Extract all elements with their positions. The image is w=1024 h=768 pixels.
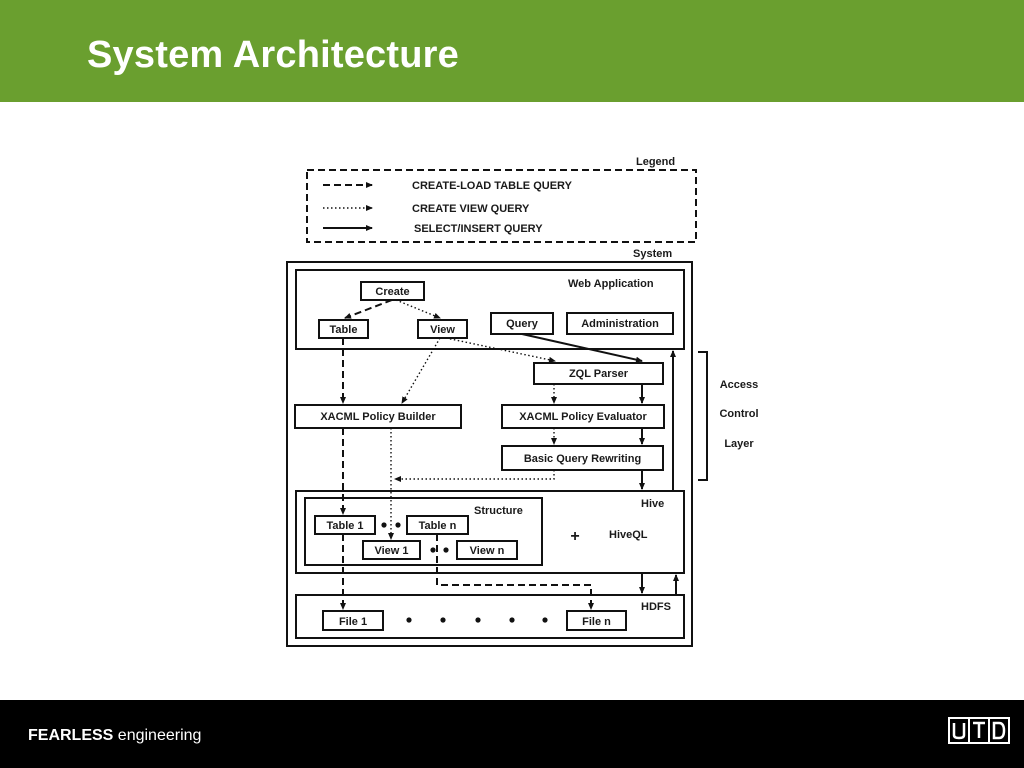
- query-label: Query: [506, 318, 539, 330]
- table-1-label: Table 1: [326, 520, 363, 532]
- access-control-word-2: Control: [719, 408, 758, 420]
- ellipsis-dot: [406, 617, 412, 623]
- file-1-label: File 1: [339, 616, 367, 628]
- ellipsis-dot: [430, 547, 436, 553]
- arrow-view-to-parser-dotted: [445, 337, 556, 363]
- view-1-label: View 1: [374, 545, 408, 557]
- footer-tagline-bold: FEARLESS: [28, 727, 114, 744]
- web-application-frame: [295, 269, 685, 350]
- arrow-create-to-view: [395, 299, 441, 319]
- view-n-box: [456, 540, 518, 560]
- arrow-rewriting-to-view-path: [394, 470, 555, 482]
- title-bar: System Architecture: [0, 0, 1024, 102]
- hdfs-label: HDFS: [641, 601, 671, 613]
- utd-logo: [948, 717, 1010, 744]
- ellipsis-dot: [381, 522, 387, 528]
- policy-evaluator-label: XACML Policy Evaluator: [519, 411, 647, 423]
- legend-title: Legend: [636, 156, 675, 168]
- legend-label-dotted: CREATE VIEW QUERY: [412, 203, 530, 215]
- policy-evaluator-box: [501, 404, 665, 429]
- arrow-query-to-parser: [521, 333, 643, 363]
- query-rewriting-label: Basic Query Rewriting: [524, 453, 641, 465]
- hive-frame: [295, 490, 685, 574]
- structure-frame: [304, 497, 543, 566]
- table-label: Table: [330, 324, 358, 336]
- ellipsis-dot: [395, 522, 401, 528]
- access-control-bracket: [698, 351, 708, 481]
- slide-title: System Architecture: [87, 34, 459, 76]
- ellipsis-dot: [509, 617, 515, 623]
- create-box: [360, 281, 425, 301]
- footer-tagline: FEARLESS engineering: [28, 727, 201, 745]
- hiveql-label: HiveQL: [609, 529, 648, 541]
- legend-label-dashed: CREATE-LOAD TABLE QUERY: [412, 180, 573, 192]
- ellipsis-dot: [443, 547, 449, 553]
- ellipsis-dot: [542, 617, 548, 623]
- table-n-label: Table n: [419, 520, 457, 532]
- policy-builder-label: XACML Policy Builder: [320, 411, 436, 423]
- legend-label-solid: SELECT/INSERT QUERY: [414, 223, 543, 235]
- hive-label: Hive: [641, 498, 664, 510]
- view-n-label: View n: [470, 545, 505, 557]
- view-box: [417, 319, 468, 339]
- view-1-box: [362, 540, 421, 560]
- file-1-box: [322, 610, 384, 631]
- administration-label: Administration: [581, 318, 659, 330]
- query-rewriting-box: [501, 445, 664, 471]
- zql-parser-label: ZQL Parser: [569, 368, 629, 380]
- legend-frame: [306, 169, 697, 243]
- access-control-word-3: Layer: [724, 438, 754, 450]
- policy-builder-box: [294, 404, 462, 429]
- system-frame: [286, 261, 693, 647]
- connectors: [340, 299, 679, 610]
- hdfs-frame: [295, 594, 685, 639]
- footer-tagline-rest: engineering: [113, 727, 202, 744]
- zql-parser-box: [533, 362, 664, 385]
- ellipsis-dot: [475, 617, 481, 623]
- system-label: System: [633, 248, 672, 260]
- ellipsis-dot: [440, 617, 446, 623]
- file-n-label: File n: [582, 616, 611, 628]
- plus-sign: +: [570, 528, 579, 545]
- web-application-label: Web Application: [568, 278, 654, 290]
- arrow-create-to-table: [344, 299, 393, 319]
- arrow-view-to-builder: [401, 337, 441, 404]
- administration-box: [566, 312, 674, 335]
- create-label: Create: [375, 286, 409, 298]
- table-1-box: [314, 515, 376, 535]
- file-n-box: [566, 610, 627, 631]
- footer-bar: FEARLESS engineering: [0, 700, 1024, 768]
- arrow-table-n-to-file-n: [436, 534, 594, 610]
- legend: Legend CREATE-LOAD TABLE QUERY CREATE VI…: [306, 156, 697, 243]
- structure-label: Structure: [474, 505, 523, 517]
- access-control-word-1: Access: [720, 379, 759, 391]
- view-label: View: [430, 324, 455, 336]
